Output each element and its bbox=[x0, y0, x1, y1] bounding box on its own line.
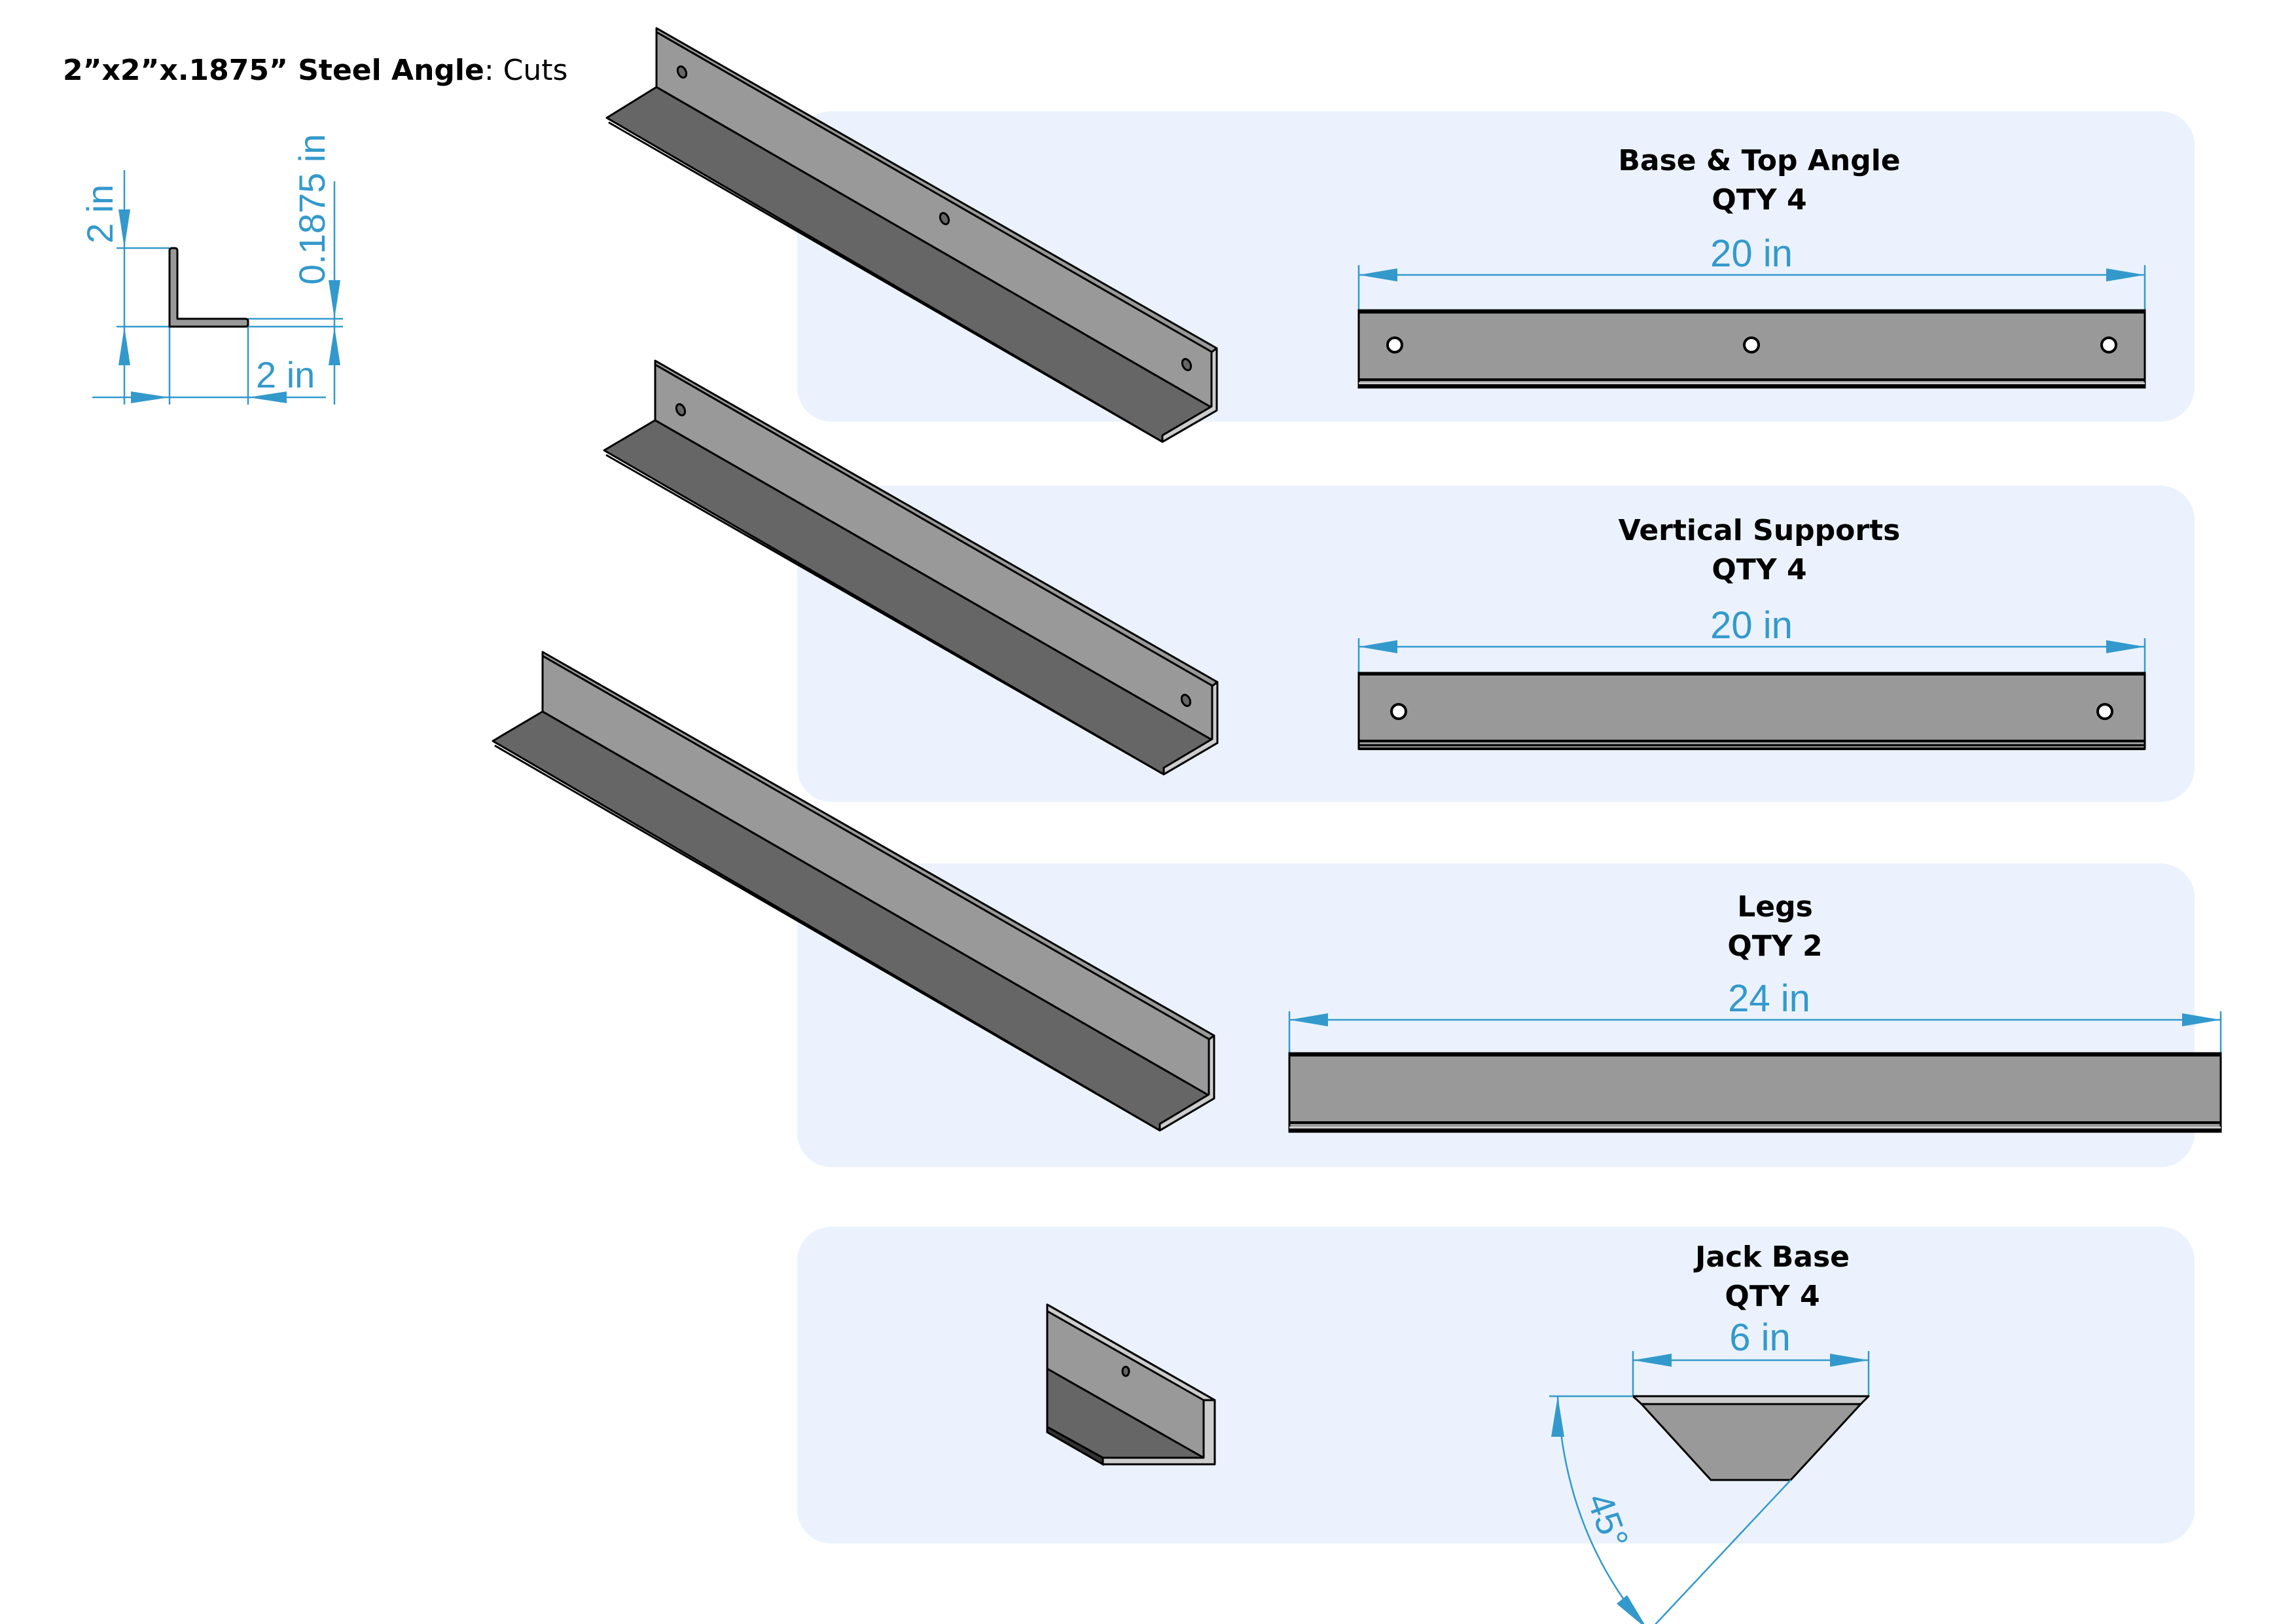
arrowhead bbox=[1830, 1354, 1869, 1367]
cut-name-jack-base: Jack Base bbox=[1693, 1240, 1850, 1274]
page-title-suffix: : Cuts bbox=[484, 54, 568, 87]
length-dimension-vertical-supports bbox=[1357, 638, 2146, 672]
hole bbox=[676, 65, 688, 79]
bar-top-edge bbox=[1359, 310, 2145, 314]
iso-angle-jack-base bbox=[1046, 1303, 1216, 1466]
bar-face bbox=[1357, 672, 2146, 750]
page-title: 2”x2”x.1875” Steel Angle: Cuts bbox=[63, 54, 567, 87]
cut-name-base-top: Base & Top Angle bbox=[1618, 144, 1900, 177]
bar-top-edge bbox=[1359, 672, 2145, 676]
bar-top-edge bbox=[1289, 1053, 2221, 1056]
bar-bottom-edge bbox=[1289, 1121, 2221, 1124]
bar-bottom-edge bbox=[1359, 378, 2145, 381]
hole bbox=[1121, 1365, 1130, 1377]
flat-bar-base-top bbox=[1357, 309, 2146, 389]
iso-edge bbox=[656, 31, 1213, 353]
cut-qty-jack-base: QTY 4 bbox=[1725, 1280, 1820, 1313]
bar-bottom-edge bbox=[1359, 384, 2145, 388]
cut-name-vertical-supports: Vertical Supports bbox=[1619, 514, 1901, 547]
hole bbox=[1390, 703, 1407, 720]
bar-face bbox=[1288, 1052, 2222, 1133]
hole bbox=[1743, 336, 1760, 353]
bar-bottom-edge bbox=[1289, 1128, 2221, 1132]
bar-bottom-highlight bbox=[1289, 1127, 2221, 1128]
flat-bar-legs bbox=[1288, 1052, 2222, 1133]
arrowhead bbox=[118, 327, 130, 365]
page-title-bold: 2”x2”x.1875” Steel Angle bbox=[63, 54, 484, 87]
arrowhead bbox=[2106, 268, 2145, 281]
angle-profile-drawing: 2 in 0.1875 in 2 in bbox=[79, 134, 343, 405]
hole bbox=[1386, 336, 1403, 353]
length-dimension-legs bbox=[1288, 1011, 2222, 1053]
arrowhead bbox=[1617, 1595, 1645, 1624]
arrowhead bbox=[118, 209, 130, 248]
arrowhead bbox=[1359, 268, 1397, 281]
cut-length-base-top: 20 in bbox=[1710, 232, 1793, 275]
iso-edge bbox=[605, 454, 1164, 776]
hole bbox=[2096, 703, 2113, 720]
arrowhead bbox=[1289, 1013, 1328, 1026]
bar-bottom-edge bbox=[1359, 748, 2145, 750]
arrowhead bbox=[1359, 640, 1397, 653]
cut-length-vertical-supports: 20 in bbox=[1710, 604, 1793, 647]
cut-qty-base-top: QTY 4 bbox=[1712, 183, 1806, 217]
cut-qty-legs: QTY 2 bbox=[1727, 929, 1822, 963]
iso-edge bbox=[542, 655, 1210, 1041]
bar-bottom-edge bbox=[1359, 740, 2145, 742]
cut-length-legs: 24 in bbox=[1728, 977, 1810, 1020]
length-dimension-jack-base bbox=[1632, 1351, 1870, 1396]
arrowhead bbox=[248, 391, 287, 403]
hole bbox=[1181, 357, 1193, 372]
bar-bottom-highlight bbox=[1359, 382, 2145, 384]
iso-edge bbox=[608, 121, 1163, 443]
hole bbox=[939, 211, 950, 226]
arrowhead bbox=[1551, 1396, 1564, 1437]
bar-bottom-edge bbox=[1359, 744, 2145, 746]
hole bbox=[1180, 693, 1192, 708]
flat-bar-vertical-supports bbox=[1357, 672, 2146, 750]
profile-width-label: 2 in bbox=[256, 354, 315, 395]
arrowhead bbox=[2106, 640, 2145, 653]
arrowhead bbox=[329, 280, 340, 319]
iso-end-face bbox=[1102, 1399, 1216, 1466]
panel-jack-base bbox=[797, 1227, 2195, 1543]
profile-thickness-label: 0.1875 in bbox=[291, 134, 332, 285]
iso-angle-base-top bbox=[605, 27, 1218, 443]
arrowhead bbox=[1633, 1354, 1672, 1367]
arrowhead bbox=[329, 327, 340, 365]
profile-height-label: 2 in bbox=[79, 185, 120, 244]
cut-qty-vertical-supports: QTY 4 bbox=[1712, 553, 1806, 586]
cut-length-jack-base: 6 in bbox=[1729, 1316, 1791, 1359]
ext-line bbox=[1654, 1479, 1791, 1624]
iso-angle-vertical-supports bbox=[603, 359, 1219, 776]
iso-edge bbox=[655, 363, 1213, 687]
hole bbox=[675, 403, 687, 417]
hole bbox=[2100, 336, 2117, 353]
iso-angle-legs bbox=[492, 651, 1215, 1132]
length-dimension-base-top bbox=[1357, 265, 2146, 310]
trapezoid-top-edge bbox=[1632, 1395, 1870, 1405]
angle-profile-shape bbox=[168, 247, 249, 328]
arrowhead bbox=[2182, 1013, 2221, 1026]
iso-edge bbox=[494, 744, 1160, 1132]
arrowhead bbox=[131, 391, 170, 403]
cut-name-legs: Legs bbox=[1737, 890, 1813, 924]
